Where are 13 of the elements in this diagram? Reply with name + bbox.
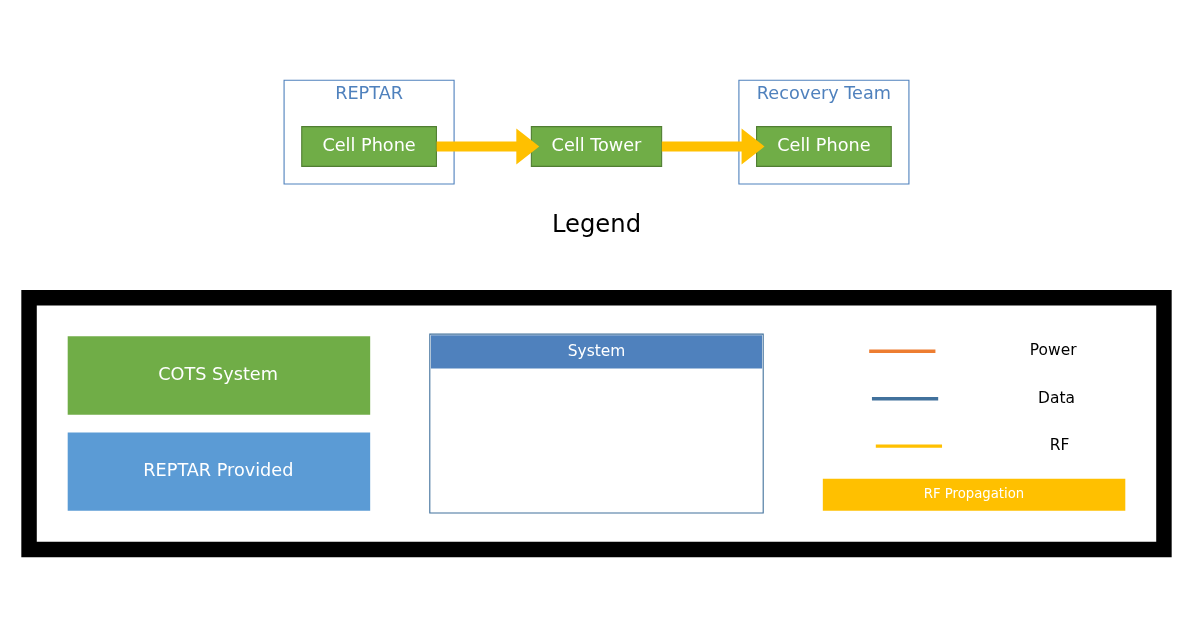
arrow	[661, 128, 765, 165]
node-box: Cell Tower	[530, 126, 663, 167]
legend-label: Data	[1038, 388, 1075, 407]
legend-label: Power	[1029, 341, 1077, 360]
legend-label: COTS System	[158, 363, 278, 384]
node-box: Cell Phone	[756, 126, 892, 167]
label: Legend	[551, 209, 642, 239]
legend-label: RF	[1049, 436, 1070, 455]
node-box: Cell Phone	[301, 126, 437, 167]
legend-label: RF Propagation	[923, 486, 1025, 502]
legend-label: System	[567, 341, 626, 360]
arrow	[436, 128, 540, 165]
legend-label: REPTAR Provided	[143, 459, 294, 480]
